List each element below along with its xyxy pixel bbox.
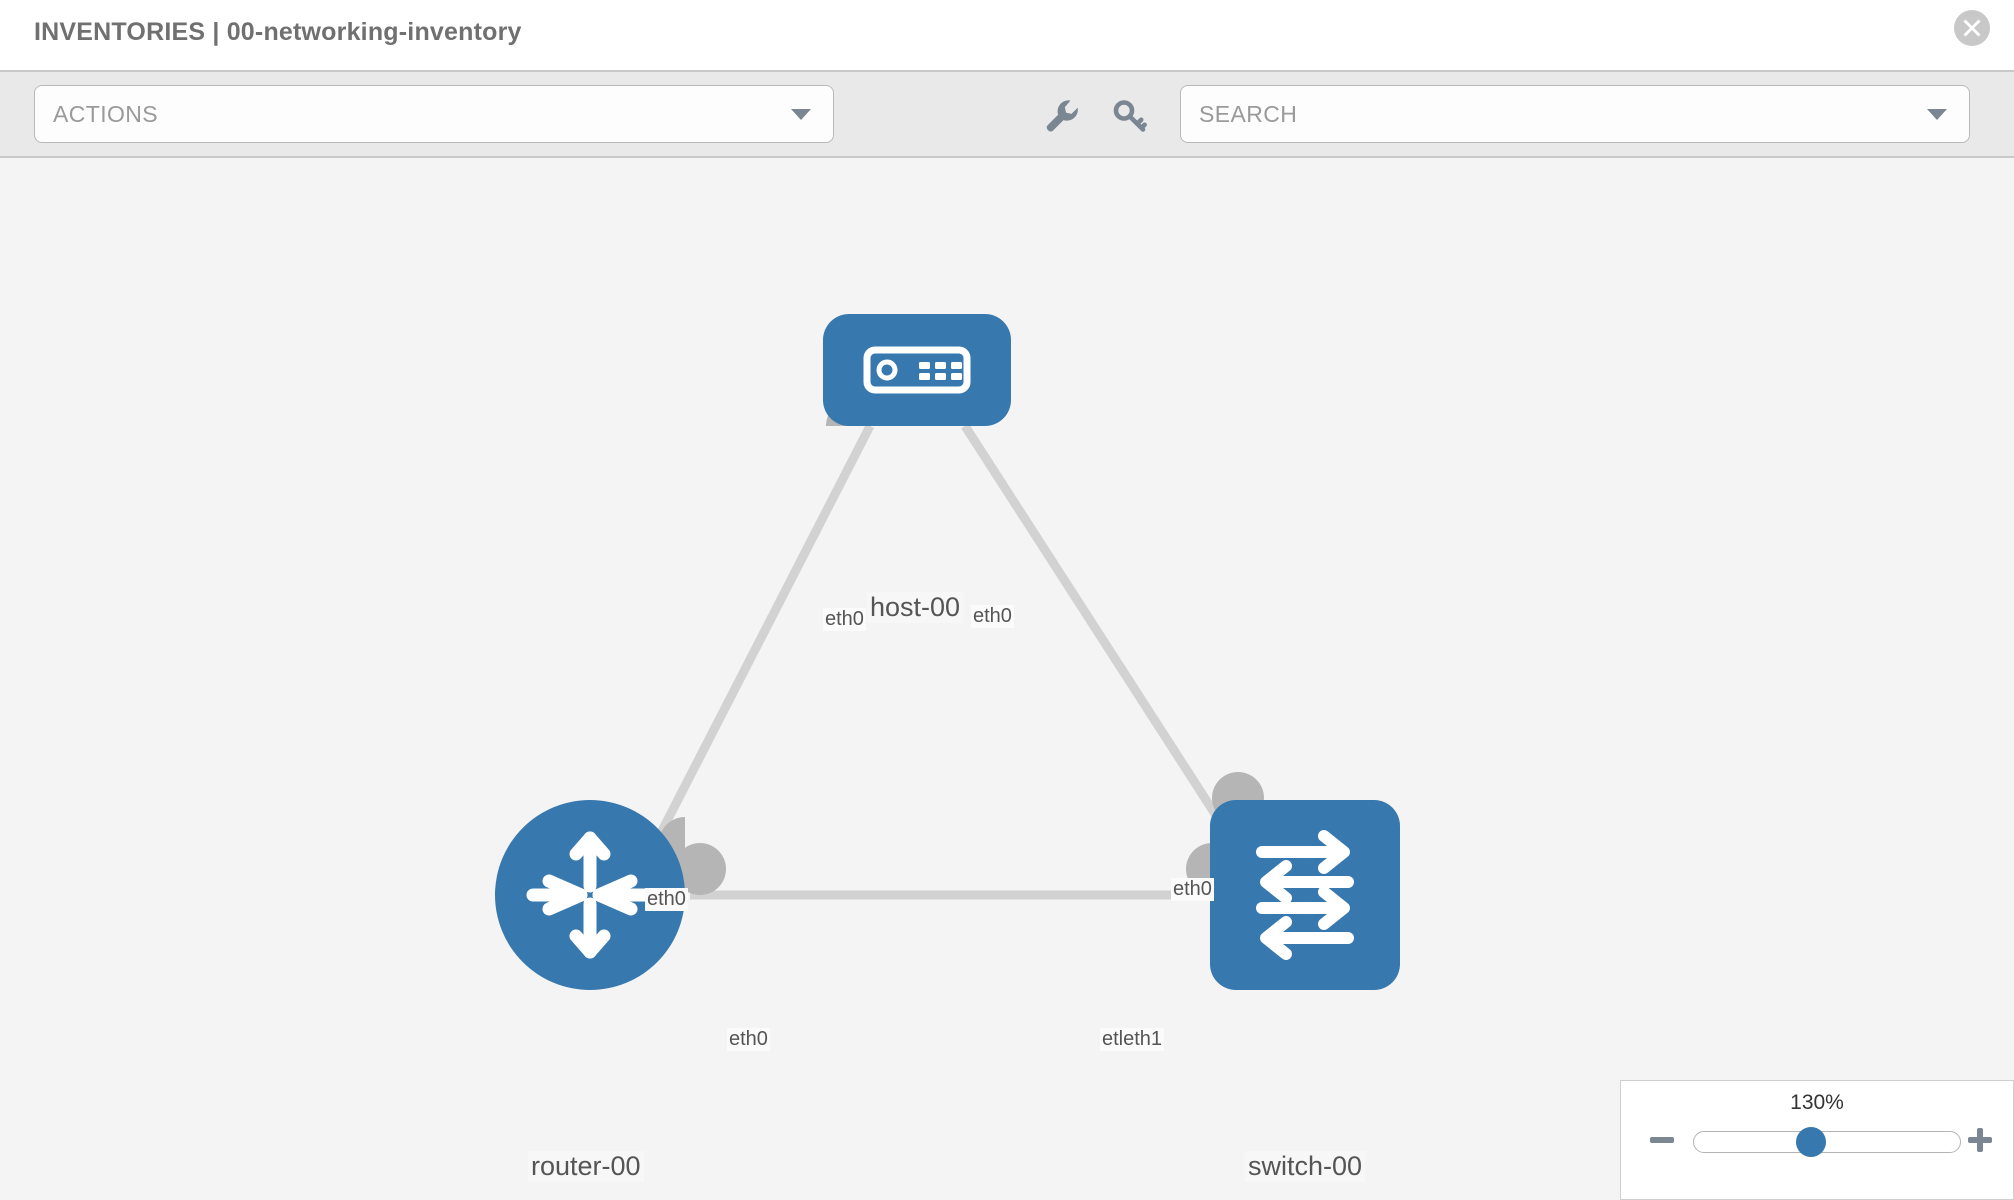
actions-dropdown[interactable]: ACTIONS bbox=[34, 85, 834, 143]
actions-dropdown-label: ACTIONS bbox=[53, 101, 159, 127]
search-placeholder: SEARCH bbox=[1199, 101, 1298, 127]
edge-label-switch-uplink: eth0 bbox=[1171, 878, 1214, 901]
topology-canvas[interactable]: host-00 router-00 switch-00 eth0 eth0 et… bbox=[0, 158, 2014, 1200]
wrench-button[interactable] bbox=[1040, 94, 1084, 138]
connector-router-port bbox=[674, 843, 726, 895]
search-input[interactable]: SEARCH bbox=[1180, 85, 1970, 143]
edge-label-router-uplink: eth0 bbox=[645, 888, 688, 911]
edge-label-switch-left: etleth1 bbox=[1100, 1028, 1165, 1051]
key-icon bbox=[1113, 100, 1147, 132]
node-router-00[interactable] bbox=[495, 800, 685, 990]
zoom-slider-thumb[interactable] bbox=[1796, 1127, 1826, 1157]
node-label-host-00: host-00 bbox=[867, 592, 964, 623]
edge-label-router-right: eth0 bbox=[727, 1028, 770, 1051]
switch-icon bbox=[1256, 830, 1354, 960]
edge-label-host-right: eth0 bbox=[971, 605, 1014, 628]
link-host-switch[interactable] bbox=[961, 423, 1241, 851]
link-host-router[interactable] bbox=[643, 423, 875, 861]
edge-label-host-left: eth0 bbox=[823, 608, 866, 631]
zoom-control-panel: 130% bbox=[1620, 1080, 2014, 1200]
zoom-out-button[interactable] bbox=[1647, 1125, 1677, 1155]
page-title: INVENTORIES | 00-networking-inventory bbox=[34, 18, 522, 46]
zoom-slider-track[interactable] bbox=[1693, 1131, 1961, 1153]
node-switch-00[interactable] bbox=[1210, 800, 1400, 990]
plus-icon bbox=[1968, 1128, 1992, 1152]
page-header: INVENTORIES | 00-networking-inventory bbox=[0, 0, 2014, 70]
server-icon bbox=[863, 346, 971, 394]
zoom-in-button[interactable] bbox=[1965, 1125, 1995, 1155]
chevron-down-icon bbox=[1927, 109, 1947, 120]
minus-icon bbox=[1650, 1137, 1674, 1143]
node-host-00[interactable] bbox=[823, 314, 1011, 426]
toolbar: ACTIONS SEARCH bbox=[0, 70, 2014, 158]
key-button[interactable] bbox=[1108, 94, 1152, 138]
router-icon bbox=[526, 831, 654, 959]
close-button[interactable] bbox=[1954, 10, 1990, 46]
node-label-switch-00: switch-00 bbox=[1245, 1151, 1366, 1182]
chevron-down-icon bbox=[791, 109, 811, 120]
close-icon bbox=[1963, 19, 1981, 37]
wrench-icon bbox=[1046, 100, 1078, 132]
zoom-level-value: 130% bbox=[1790, 1091, 1844, 1114]
node-label-router-00: router-00 bbox=[528, 1151, 644, 1182]
